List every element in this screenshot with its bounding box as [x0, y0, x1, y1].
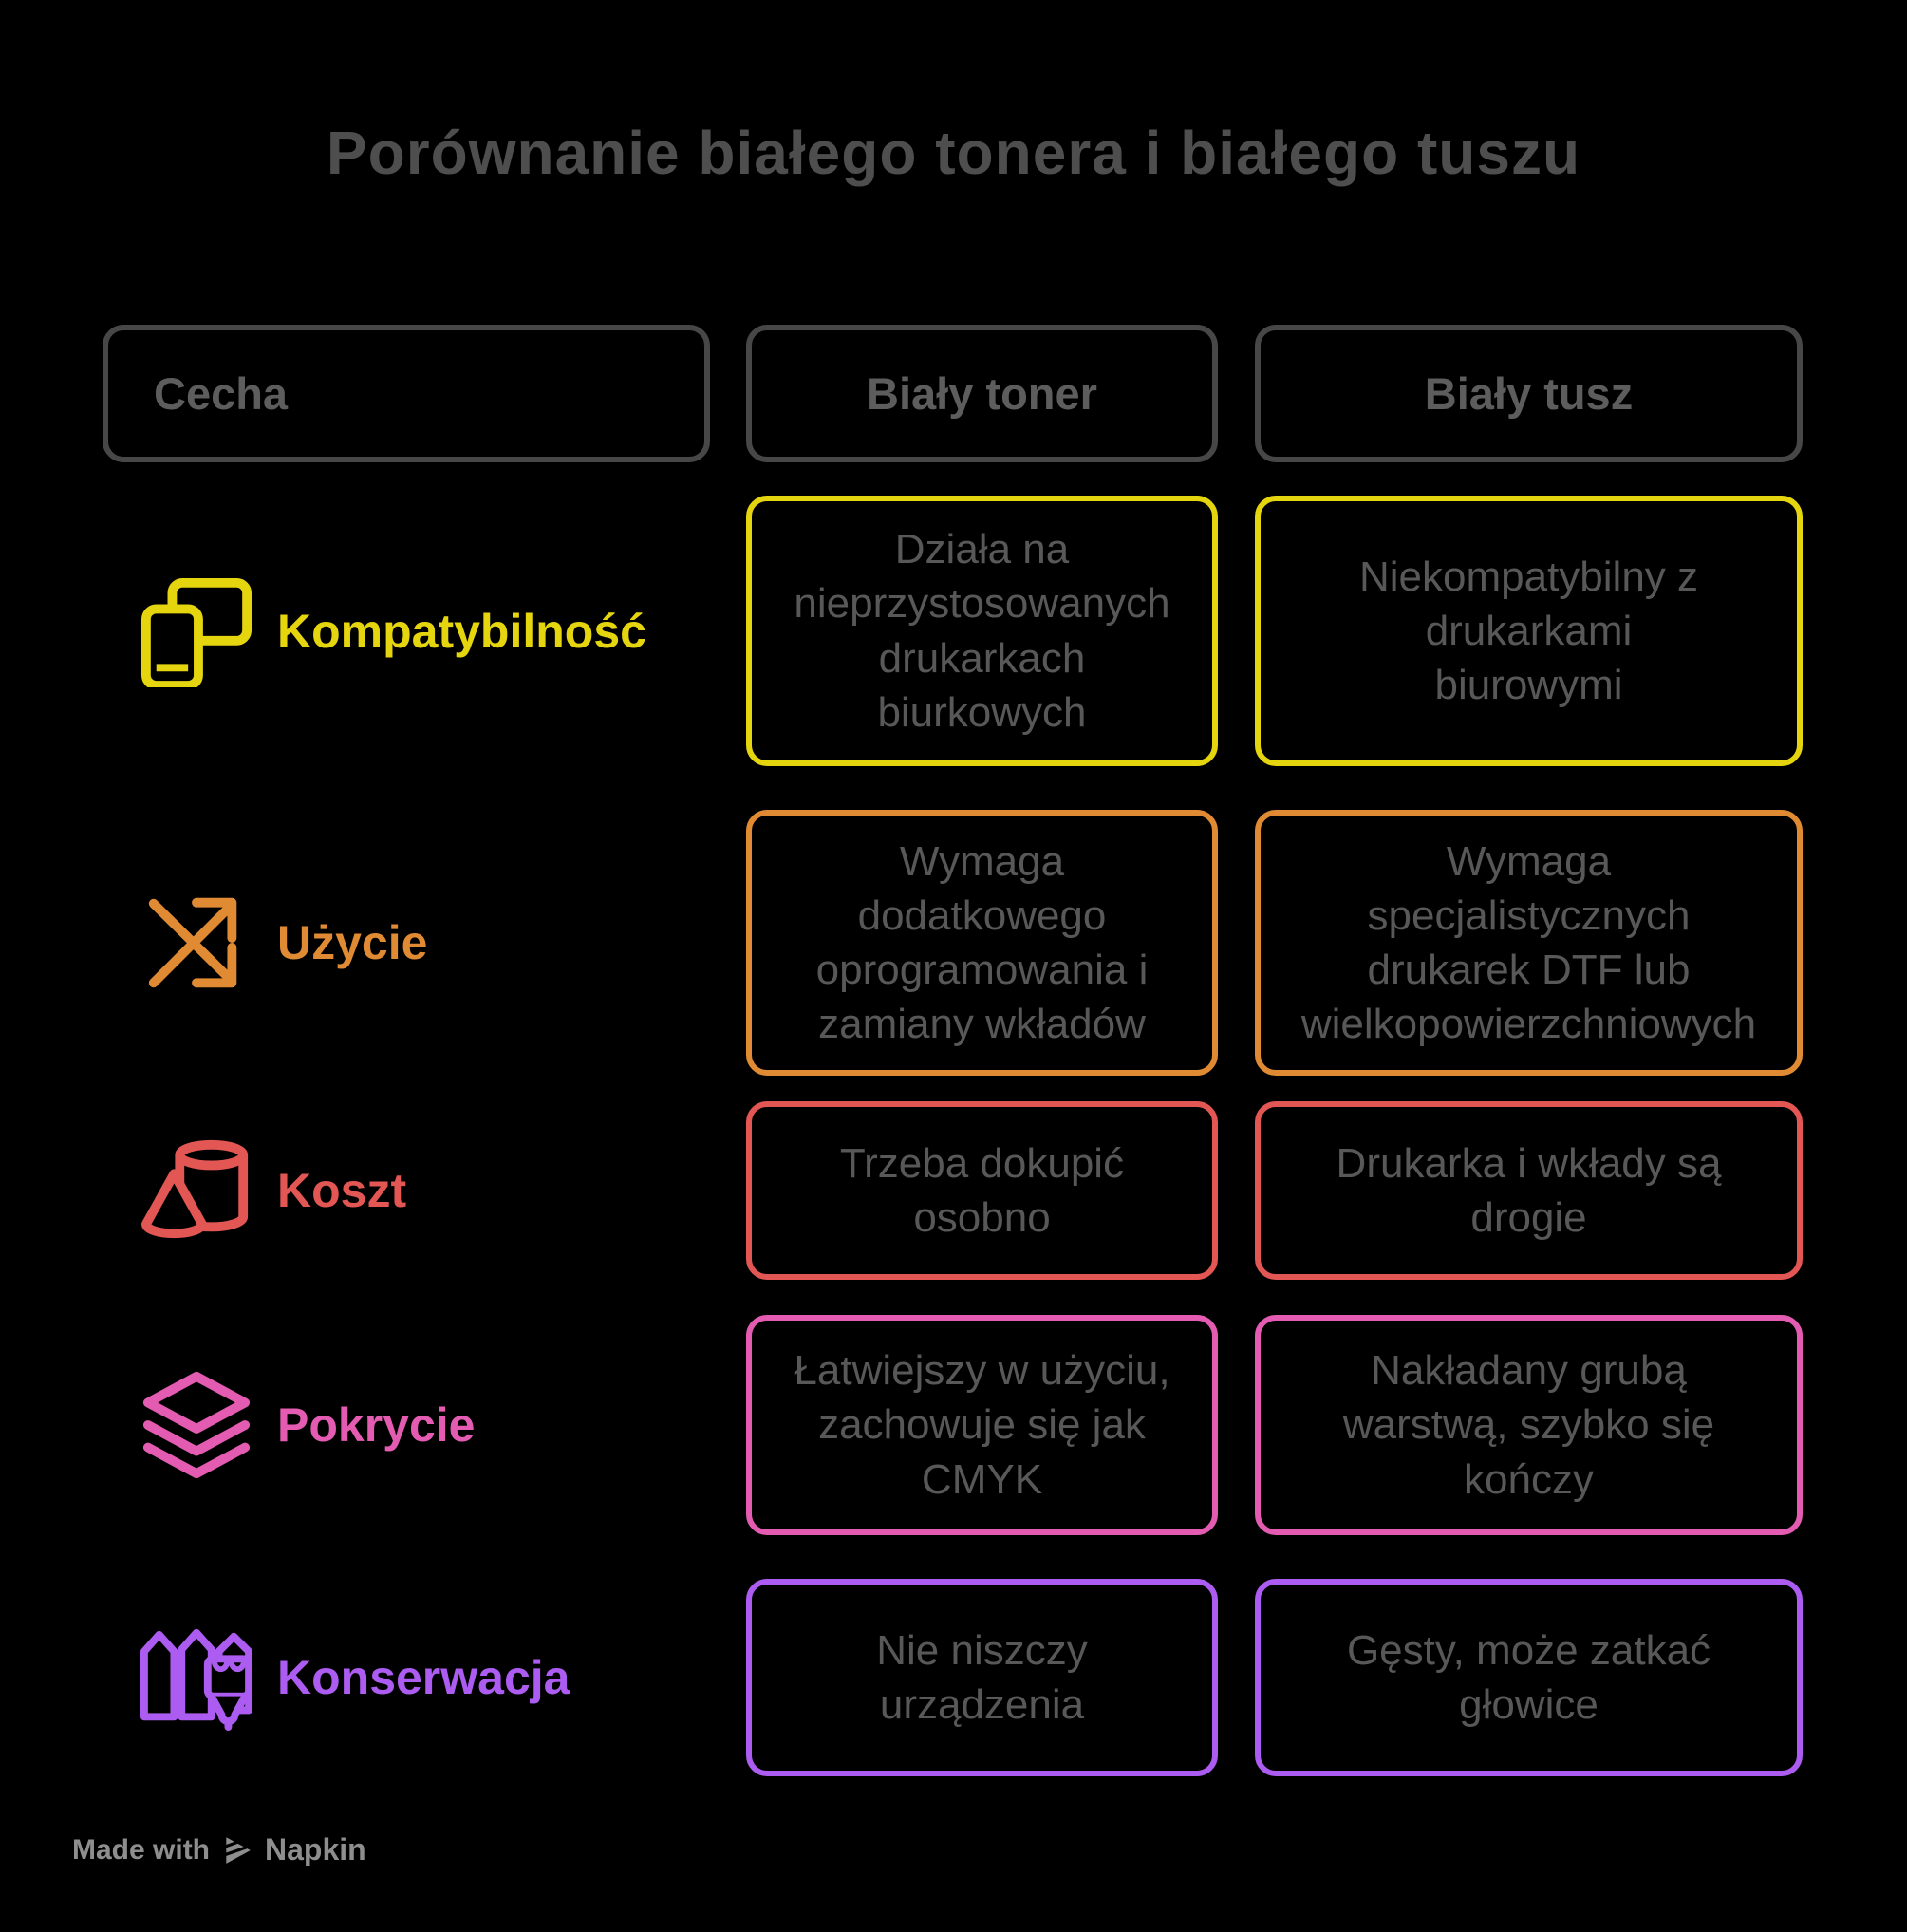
row-pokrycie: Pokrycie Łatwiejszy w użyciu, zachowuje … [103, 1315, 1803, 1535]
row-kompatybilnosc: Kompatybilność Działa na nieprzystosowan… [103, 496, 1803, 766]
tusz-cell-konserwacja: Gęsty, może zatkać głowice [1255, 1579, 1803, 1776]
cone-cylinder-icon [140, 1135, 252, 1247]
feature-cell: Koszt [103, 1101, 710, 1280]
toner-cell-pokrycie: Łatwiejszy w użyciu, zachowuje się jak C… [746, 1315, 1218, 1535]
feature-label: Koszt [277, 1164, 407, 1217]
header-bialy-toner: Biały toner [746, 325, 1218, 462]
made-with-napkin: Made with Napkin [72, 1832, 366, 1867]
feature-cell: Kompatybilność [103, 496, 710, 766]
feature-cell: Pokrycie [103, 1315, 710, 1535]
fence-paintbrush-icon [140, 1622, 252, 1734]
toner-cell-kompatybilnosc: Działa na nieprzystosowanych drukarkach … [746, 496, 1218, 766]
row-konserwacja: Konserwacja Nie niszczy urządzenia Gęsty… [103, 1579, 1803, 1776]
page-title: Porównanie białego tonera i białego tusz… [326, 119, 1581, 187]
napkin-logo-icon [221, 1834, 253, 1866]
row-koszt: Koszt Trzeba dokupić osobno Drukarka i w… [103, 1101, 1803, 1280]
toner-cell-uzycie: Wymaga dodatkowego oprogramowania i zami… [746, 810, 1218, 1076]
tusz-cell-uzycie: Wymaga specjalistycznych drukarek DTF lu… [1255, 810, 1803, 1076]
devices-icon [140, 575, 252, 687]
shuffle-arrows-icon [140, 887, 252, 999]
tusz-cell-koszt: Drukarka i wkłady są drogie [1255, 1101, 1803, 1280]
layers-icon [140, 1369, 252, 1481]
feature-label: Kompatybilność [277, 604, 646, 658]
row-uzycie: Użycie Wymaga dodatkowego oprogramowania… [103, 810, 1803, 1076]
made-with-text: Made with [72, 1833, 211, 1866]
feature-cell: Konserwacja [103, 1579, 710, 1776]
feature-label: Konserwacja [277, 1651, 570, 1704]
tusz-cell-kompatybilnosc: Niekompatybilny z drukarkami biurowymi [1255, 496, 1803, 766]
header-bialy-tusz: Biały tusz [1255, 325, 1803, 462]
header-row: Cecha Biały toner Biały tusz [103, 325, 1803, 462]
comparison-table: Cecha Biały toner Biały tusz Kompatybiln… [103, 325, 1803, 1776]
feature-label: Użycie [277, 916, 428, 969]
toner-cell-koszt: Trzeba dokupić osobno [746, 1101, 1218, 1280]
tusz-cell-pokrycie: Nakładany grubą warstwą, szybko się końc… [1255, 1315, 1803, 1535]
napkin-brand-text: Napkin [265, 1832, 366, 1866]
header-cecha: Cecha [103, 325, 710, 462]
feature-cell: Użycie [103, 810, 710, 1076]
feature-label: Pokrycie [277, 1398, 476, 1452]
toner-cell-konserwacja: Nie niszczy urządzenia [746, 1579, 1218, 1776]
